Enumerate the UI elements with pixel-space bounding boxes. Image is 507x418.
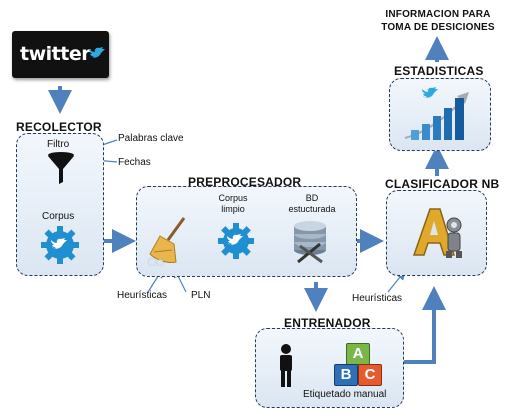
twitter-gear-clean-icon xyxy=(218,223,254,259)
twitter-logo: twitter xyxy=(12,31,109,78)
twitter-gear-icon xyxy=(41,226,79,264)
entrenador-title: ENTRENADOR xyxy=(284,316,371,330)
twitter-logo-text: twitter xyxy=(20,43,91,65)
estadisticas-title: ESTADISTICAS xyxy=(394,64,484,78)
person-icon xyxy=(280,344,292,387)
preprocesador-title: PREPROCESADOR xyxy=(188,175,302,189)
funnel-icon xyxy=(48,152,74,184)
arrow-entrenador-to-clasificador xyxy=(404,286,446,364)
block-a: A xyxy=(346,343,370,365)
corpus-label: Corpus xyxy=(42,211,75,222)
block-c: C xyxy=(358,364,382,386)
block-b-letter: B xyxy=(340,366,352,383)
bd-estructurada-label: BD estucturada xyxy=(288,193,336,214)
corpus-limpio-label: Corpus limpio xyxy=(218,193,248,214)
heuristicas-clasif-label: Heurísticas xyxy=(352,293,403,304)
broom-icon xyxy=(147,217,186,266)
heuristicas-pre-label: Heurísticas xyxy=(117,290,168,301)
pln-label: PLN xyxy=(191,290,211,301)
block-b: B xyxy=(334,364,358,386)
filtro-label: Filtro xyxy=(47,139,70,150)
info-title: INFORMACION PARA TOMA DE DESICIONES xyxy=(381,9,495,33)
fechas-label: Fechas xyxy=(118,157,151,168)
palabras-clave-label: Palabras clave xyxy=(118,133,184,144)
database-tools-icon xyxy=(294,221,326,264)
etiquetado-manual-label: Etiquetado manual xyxy=(303,389,387,400)
block-a-letter: A xyxy=(352,345,364,362)
clasificador-title: CLASIFICADOR NB xyxy=(385,177,500,191)
block-c-letter: C xyxy=(364,366,376,383)
recolector-title: RECOLECTOR xyxy=(16,120,102,134)
growth-chart-icon xyxy=(404,87,469,140)
twitter-bird-icon xyxy=(89,47,105,58)
robot-letter-icon xyxy=(412,208,462,258)
